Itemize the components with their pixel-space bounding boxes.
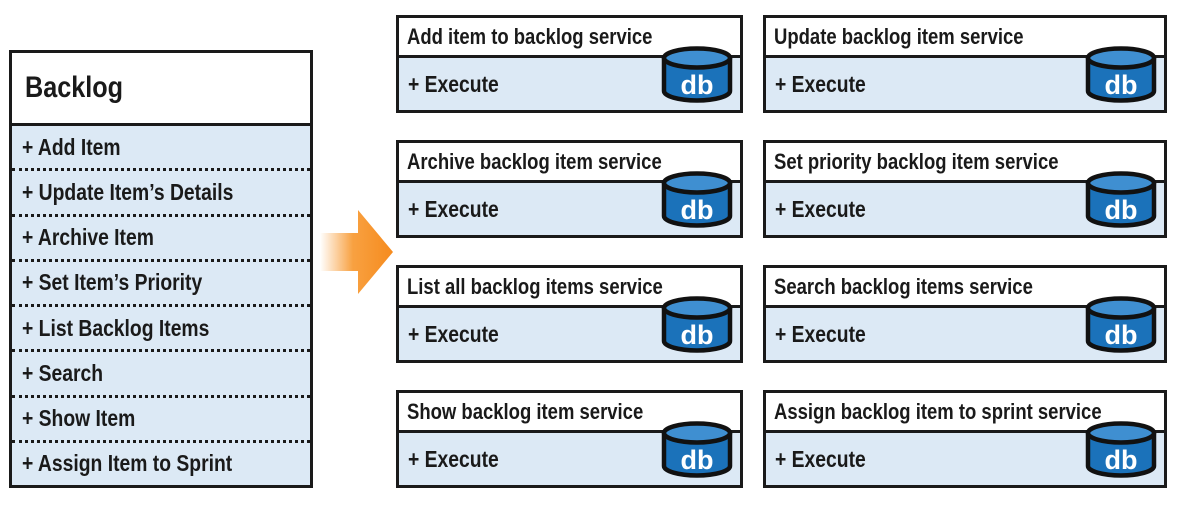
backlog-item-assign-sprint: + Assign Item to Sprint [22, 450, 233, 477]
service-title: Assign backlog item to sprint service [765, 393, 1164, 433]
service-title: Update backlog item service [765, 18, 1164, 58]
backlog-item-set-priority: + Set Item’s Priority [12, 262, 310, 307]
backlog-class-title: Backlog [12, 53, 310, 126]
database-icon: db [661, 421, 733, 478]
backlog-class-title-label: Backlog [25, 71, 124, 104]
database-icon-label: db [680, 70, 713, 100]
service-box-set-priority: Set priority backlog item service + Exec… [762, 140, 1167, 238]
backlog-item-update-details: + Update Item’s Details [12, 171, 310, 217]
backlog-item-show: + Show Item [12, 398, 310, 443]
service-box-assign-sprint: Assign backlog item to sprint service + … [762, 390, 1167, 488]
backlog-item-add: + Add Item [12, 126, 310, 172]
backlog-item-archive: + Archive Item [12, 217, 310, 262]
database-icon-label: db [1105, 195, 1138, 225]
service-title: Archive backlog item service [399, 143, 740, 183]
right-arrow-icon [320, 210, 393, 294]
database-icon: db [661, 46, 733, 103]
service-box-archive-item: Archive backlog item service + Execute d… [396, 140, 743, 238]
services-grid: Add item to backlog service + Execute db… [396, 15, 1167, 488]
backlog-item-search: + Search [12, 352, 310, 398]
backlog-item-list: + List Backlog Items [12, 307, 310, 353]
database-icon: db [661, 171, 733, 228]
service-box-show-item: Show backlog item service + Execute db [396, 390, 743, 488]
database-icon-label: db [680, 195, 713, 225]
database-icon-label: db [1105, 445, 1138, 475]
service-box-search-items: Search backlog items service + Execute d… [762, 265, 1167, 363]
database-icon: db [1085, 46, 1157, 103]
database-icon-label: db [680, 445, 713, 475]
service-box-update-item: Update backlog item service + Execute db [762, 15, 1167, 113]
database-icon-label: db [1105, 320, 1138, 350]
database-icon: db [1085, 171, 1157, 228]
database-icon-label: db [680, 320, 713, 350]
database-icon-label: db [1105, 70, 1138, 100]
service-title: Add item to backlog service [399, 18, 740, 58]
service-box-list-items: List all backlog items service + Execute… [396, 265, 743, 363]
backlog-operations-list: + Add Item + Update Item’s Details + Arc… [12, 126, 310, 485]
backlog-class-box: Backlog + Add Item + Update Item’s Detai… [9, 50, 313, 488]
database-icon: db [1085, 296, 1157, 353]
database-icon: db [1085, 421, 1157, 478]
database-icon: db [661, 296, 733, 353]
service-box-add-item: Add item to backlog service + Execute db [396, 15, 743, 113]
service-title: Set priority backlog item service [765, 143, 1164, 183]
